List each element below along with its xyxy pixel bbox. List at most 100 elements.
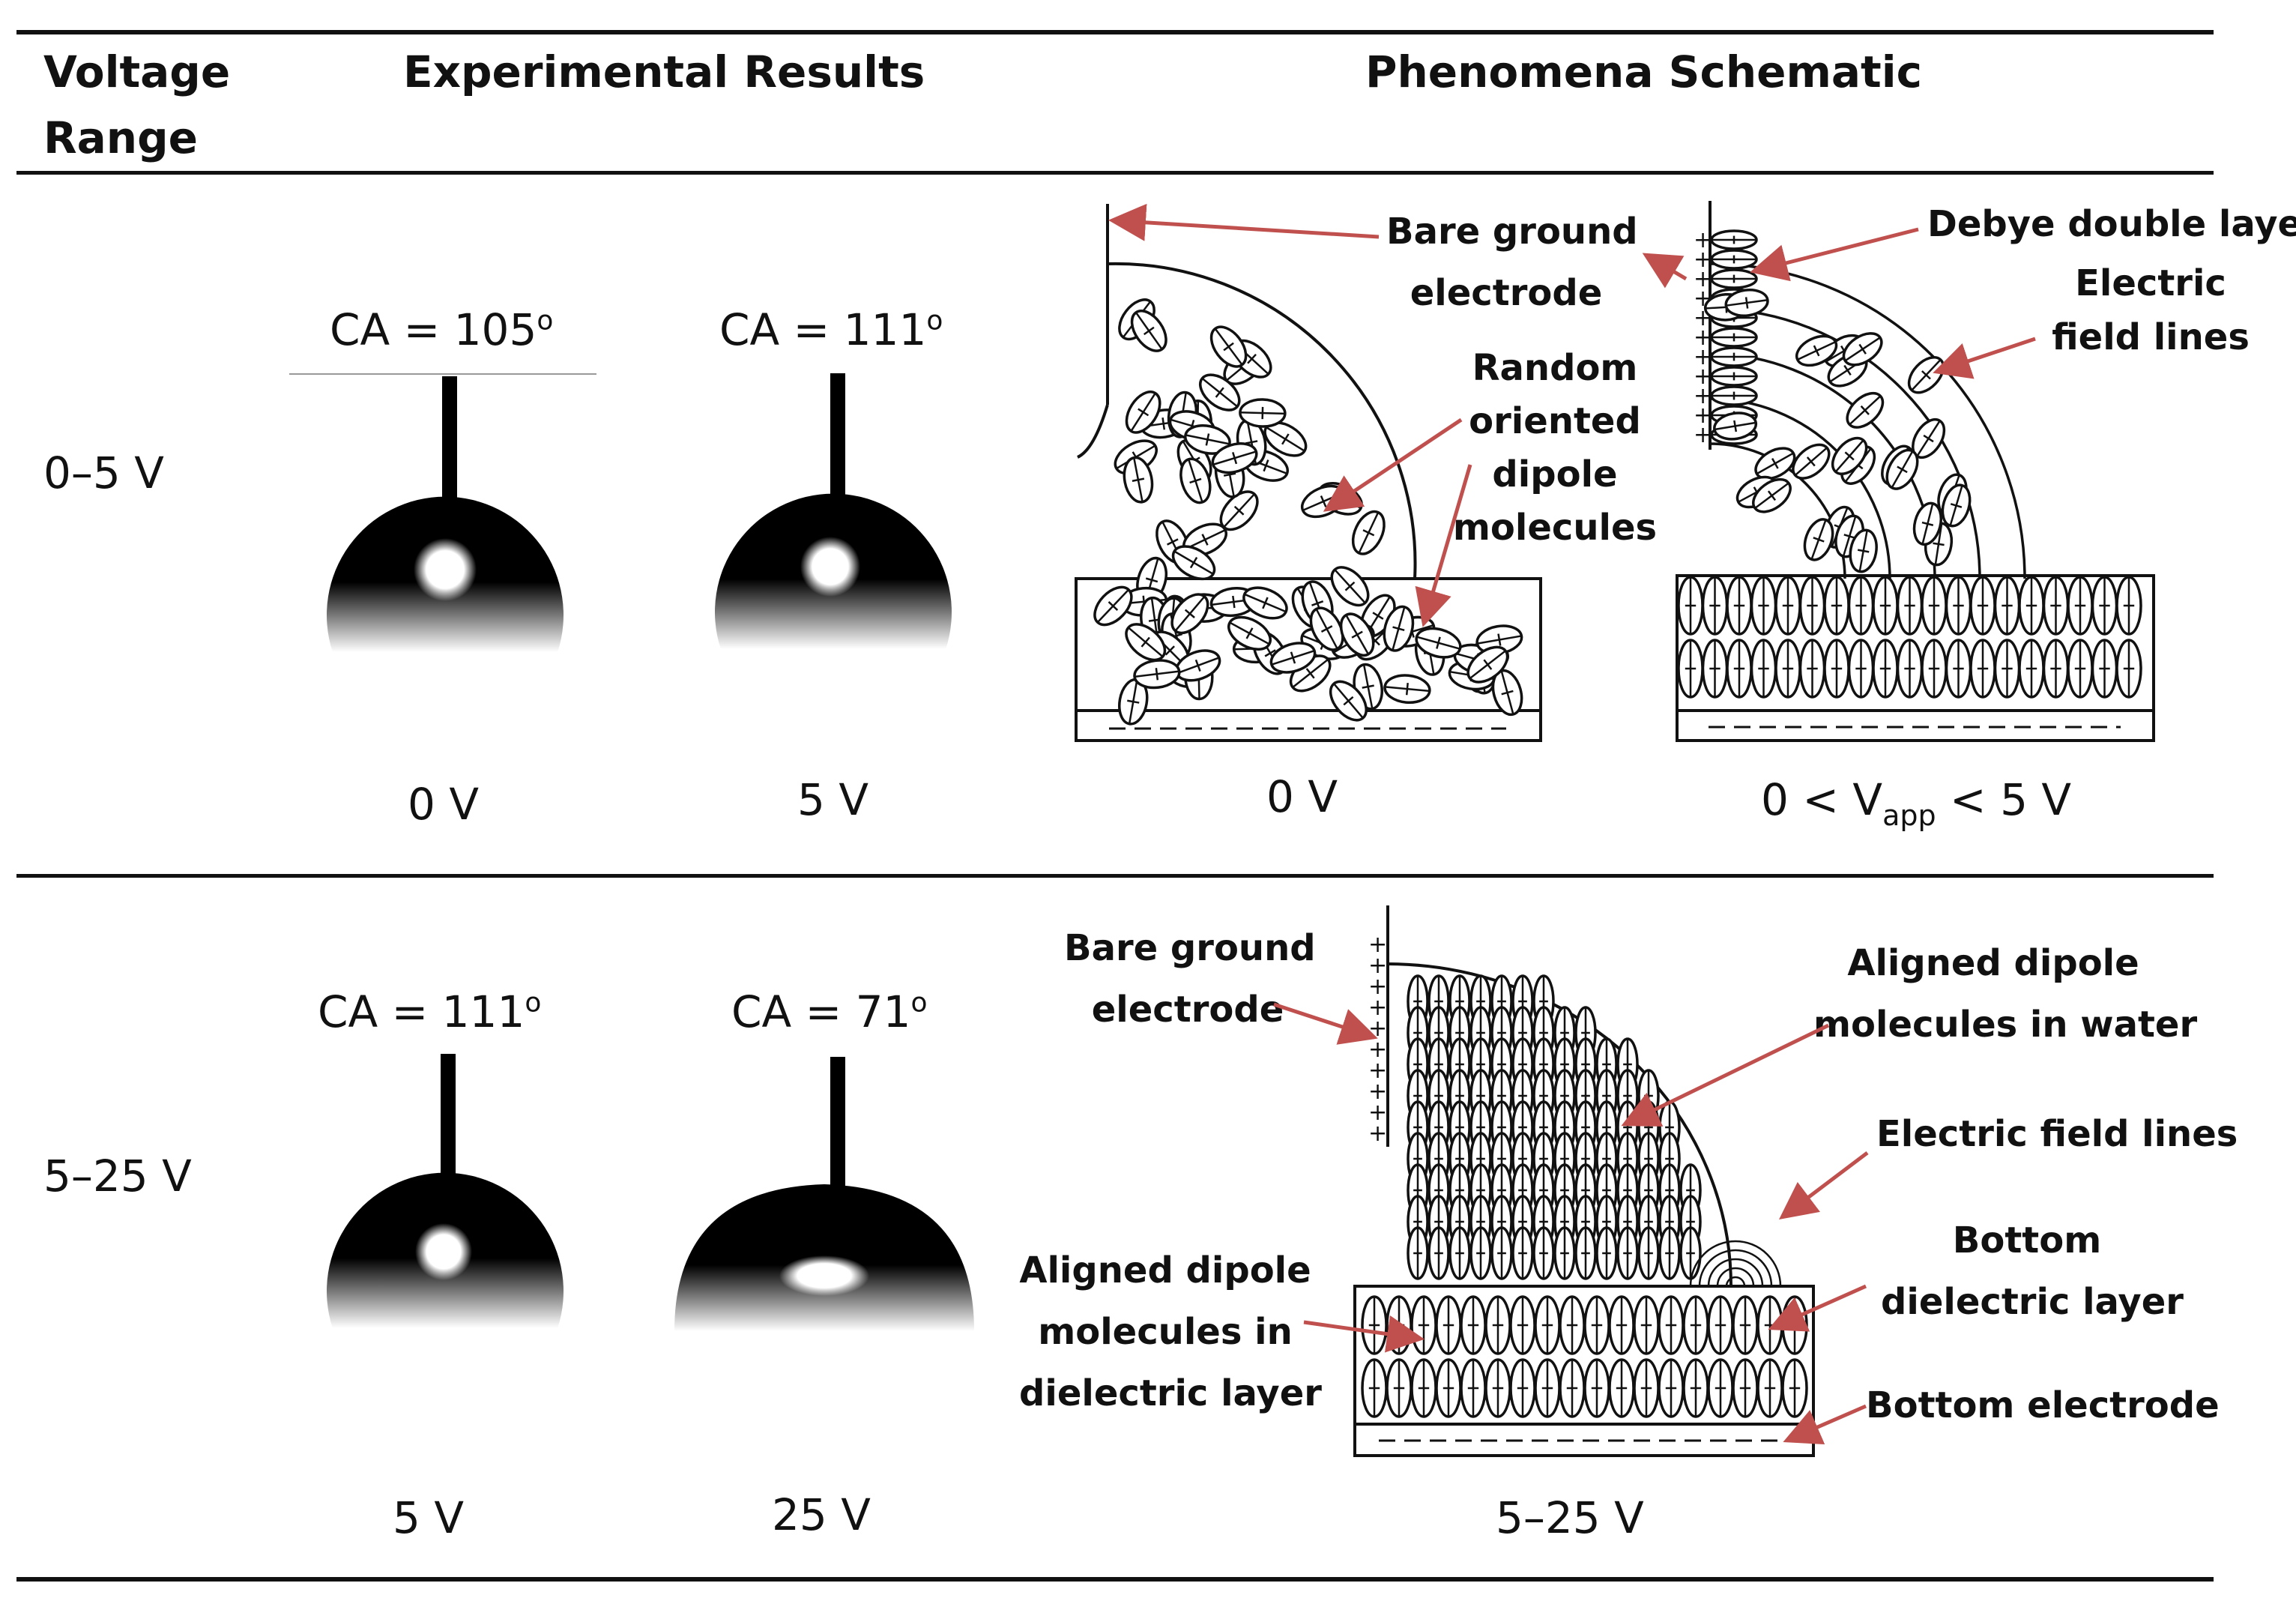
dipole-molecule [1774,639,1801,699]
svg-text:+: + [1694,266,1712,292]
reflection-spot [800,537,860,597]
droplet-25v [674,1057,974,1331]
dipole-molecule [2115,639,2142,699]
dipole-molecule [1170,593,1209,635]
dipole-molecule [1534,1358,1561,1418]
svg-text:+: + [1694,402,1712,429]
dipole-molecule [1469,1226,1492,1280]
svg-text:+: + [1694,325,1712,351]
dipole-molecule [1896,576,1924,636]
dipole-molecule [2018,576,2045,636]
dipole-molecule [1532,1226,1555,1280]
dipole-molecule [1707,1295,1734,1355]
dipole-molecule [1750,639,1777,699]
dipole-molecule [1803,518,1834,561]
dielectric-layer [1676,574,2155,742]
dipole-molecule [1460,1295,1487,1355]
droplet-outline [1107,262,1417,579]
dipole-molecule [2067,639,2094,699]
dipole-molecule [1383,605,1415,652]
dipole-molecule [1435,1358,1462,1418]
dipole-molecule [1792,443,1831,480]
dipole-molecule [1732,1295,1759,1355]
dipole-molecule [2091,639,2118,699]
dipole-molecule [1583,1295,1610,1355]
dipole-molecule [1269,642,1317,674]
dipole-molecule [1415,627,1462,659]
dipole-molecule [1093,585,1133,627]
dipole-molecule [2018,639,2045,699]
row2-exp1-ca: CA = 111o [318,986,542,1037]
dipole-molecule [1534,1295,1561,1355]
dipole-molecule [1490,1226,1513,1280]
dipole-molecule [1616,1226,1639,1280]
dipole-molecule [1677,576,1704,636]
label-electric-field-lines: Electric field lines [2052,262,2250,358]
arrow-aligned-water [1621,1023,1830,1127]
dipole-molecule [1969,639,1996,699]
dipole-molecule [2067,576,2094,636]
reflection-spot [415,1223,472,1280]
dipole-molecule [1133,659,1181,690]
dipole-molecule [1872,576,1899,636]
label-bare-ground-electrode-2: Bare ground electrode [1064,927,1316,1031]
dipole-molecule [1710,366,1758,387]
dipole-molecule [1682,1358,1709,1418]
dipole-molecule [1921,576,1948,636]
dipole-molecule [1701,639,1729,699]
dipole-molecule [1553,1226,1576,1280]
dipole-molecule [1798,639,1826,699]
dipole-molecule [1710,385,1758,406]
dipole-molecule [1466,645,1509,684]
dipole-molecule [1726,576,1753,636]
dipole-molecule [1677,639,1704,699]
dipole-molecule [1993,639,2021,699]
dipole-molecule [1896,639,1924,699]
row1-exp2-ca: CA = 111o [719,304,943,355]
dipole-molecule [2042,639,2070,699]
svg-text:+: + [1694,422,1712,448]
arrow-debye-left [1642,253,1688,289]
dipole-molecule [1710,268,1758,289]
dipole-molecule [1448,1226,1471,1280]
dipole-molecule [1752,477,1792,513]
dipole-molecule [1460,1358,1487,1418]
dipole-molecule [1945,576,1972,636]
dipole-molecule [1907,356,1945,394]
dipole-molecule [1330,566,1370,607]
dipole-molecule [2042,576,2070,636]
dipole-molecule [1633,1358,1660,1418]
dipole-molecule [1484,1295,1511,1355]
dipole-molecule [1130,310,1167,352]
dipole-molecule [1559,1295,1586,1355]
dipole-molecule [1993,576,2021,636]
dipole-molecule [1179,457,1212,504]
svg-text:+: + [1694,383,1712,409]
arrow-debye [1750,227,1919,282]
dipole-molecule [1123,456,1154,504]
label-random-dipoles: Random oriented dipole molecules [1452,347,1658,549]
dipole-molecule [1491,669,1523,717]
dipole-molecule [1351,510,1386,555]
field-line [1707,1258,1764,1287]
header-phenomena-schematic: Phenomena Schematic [1365,46,1923,97]
dipole-molecule [1239,398,1287,428]
dipole-molecule [1750,576,1777,636]
dipole-molecule [1199,373,1241,411]
field-line [1725,1276,1746,1287]
arrow-random-drop [1323,417,1463,512]
dipole-molecule [1831,436,1868,475]
svg-text:+: + [1368,1079,1387,1105]
dipole-molecule [1941,483,1972,528]
dipole-molecule [1658,1358,1685,1418]
dipole-molecule [1921,639,1948,699]
svg-text:+: + [1368,1058,1387,1084]
dipole-molecule [1912,501,1942,546]
arrow-bottom-dielectric [1768,1284,1867,1332]
dipole-molecule [1710,346,1758,367]
label-bottom-electrode: Bottom electrode [1866,1384,2220,1426]
svg-text:+: + [1368,932,1387,958]
row2-exp1-voltage: 5 V [393,1492,465,1543]
table-header-rule [16,171,2214,175]
